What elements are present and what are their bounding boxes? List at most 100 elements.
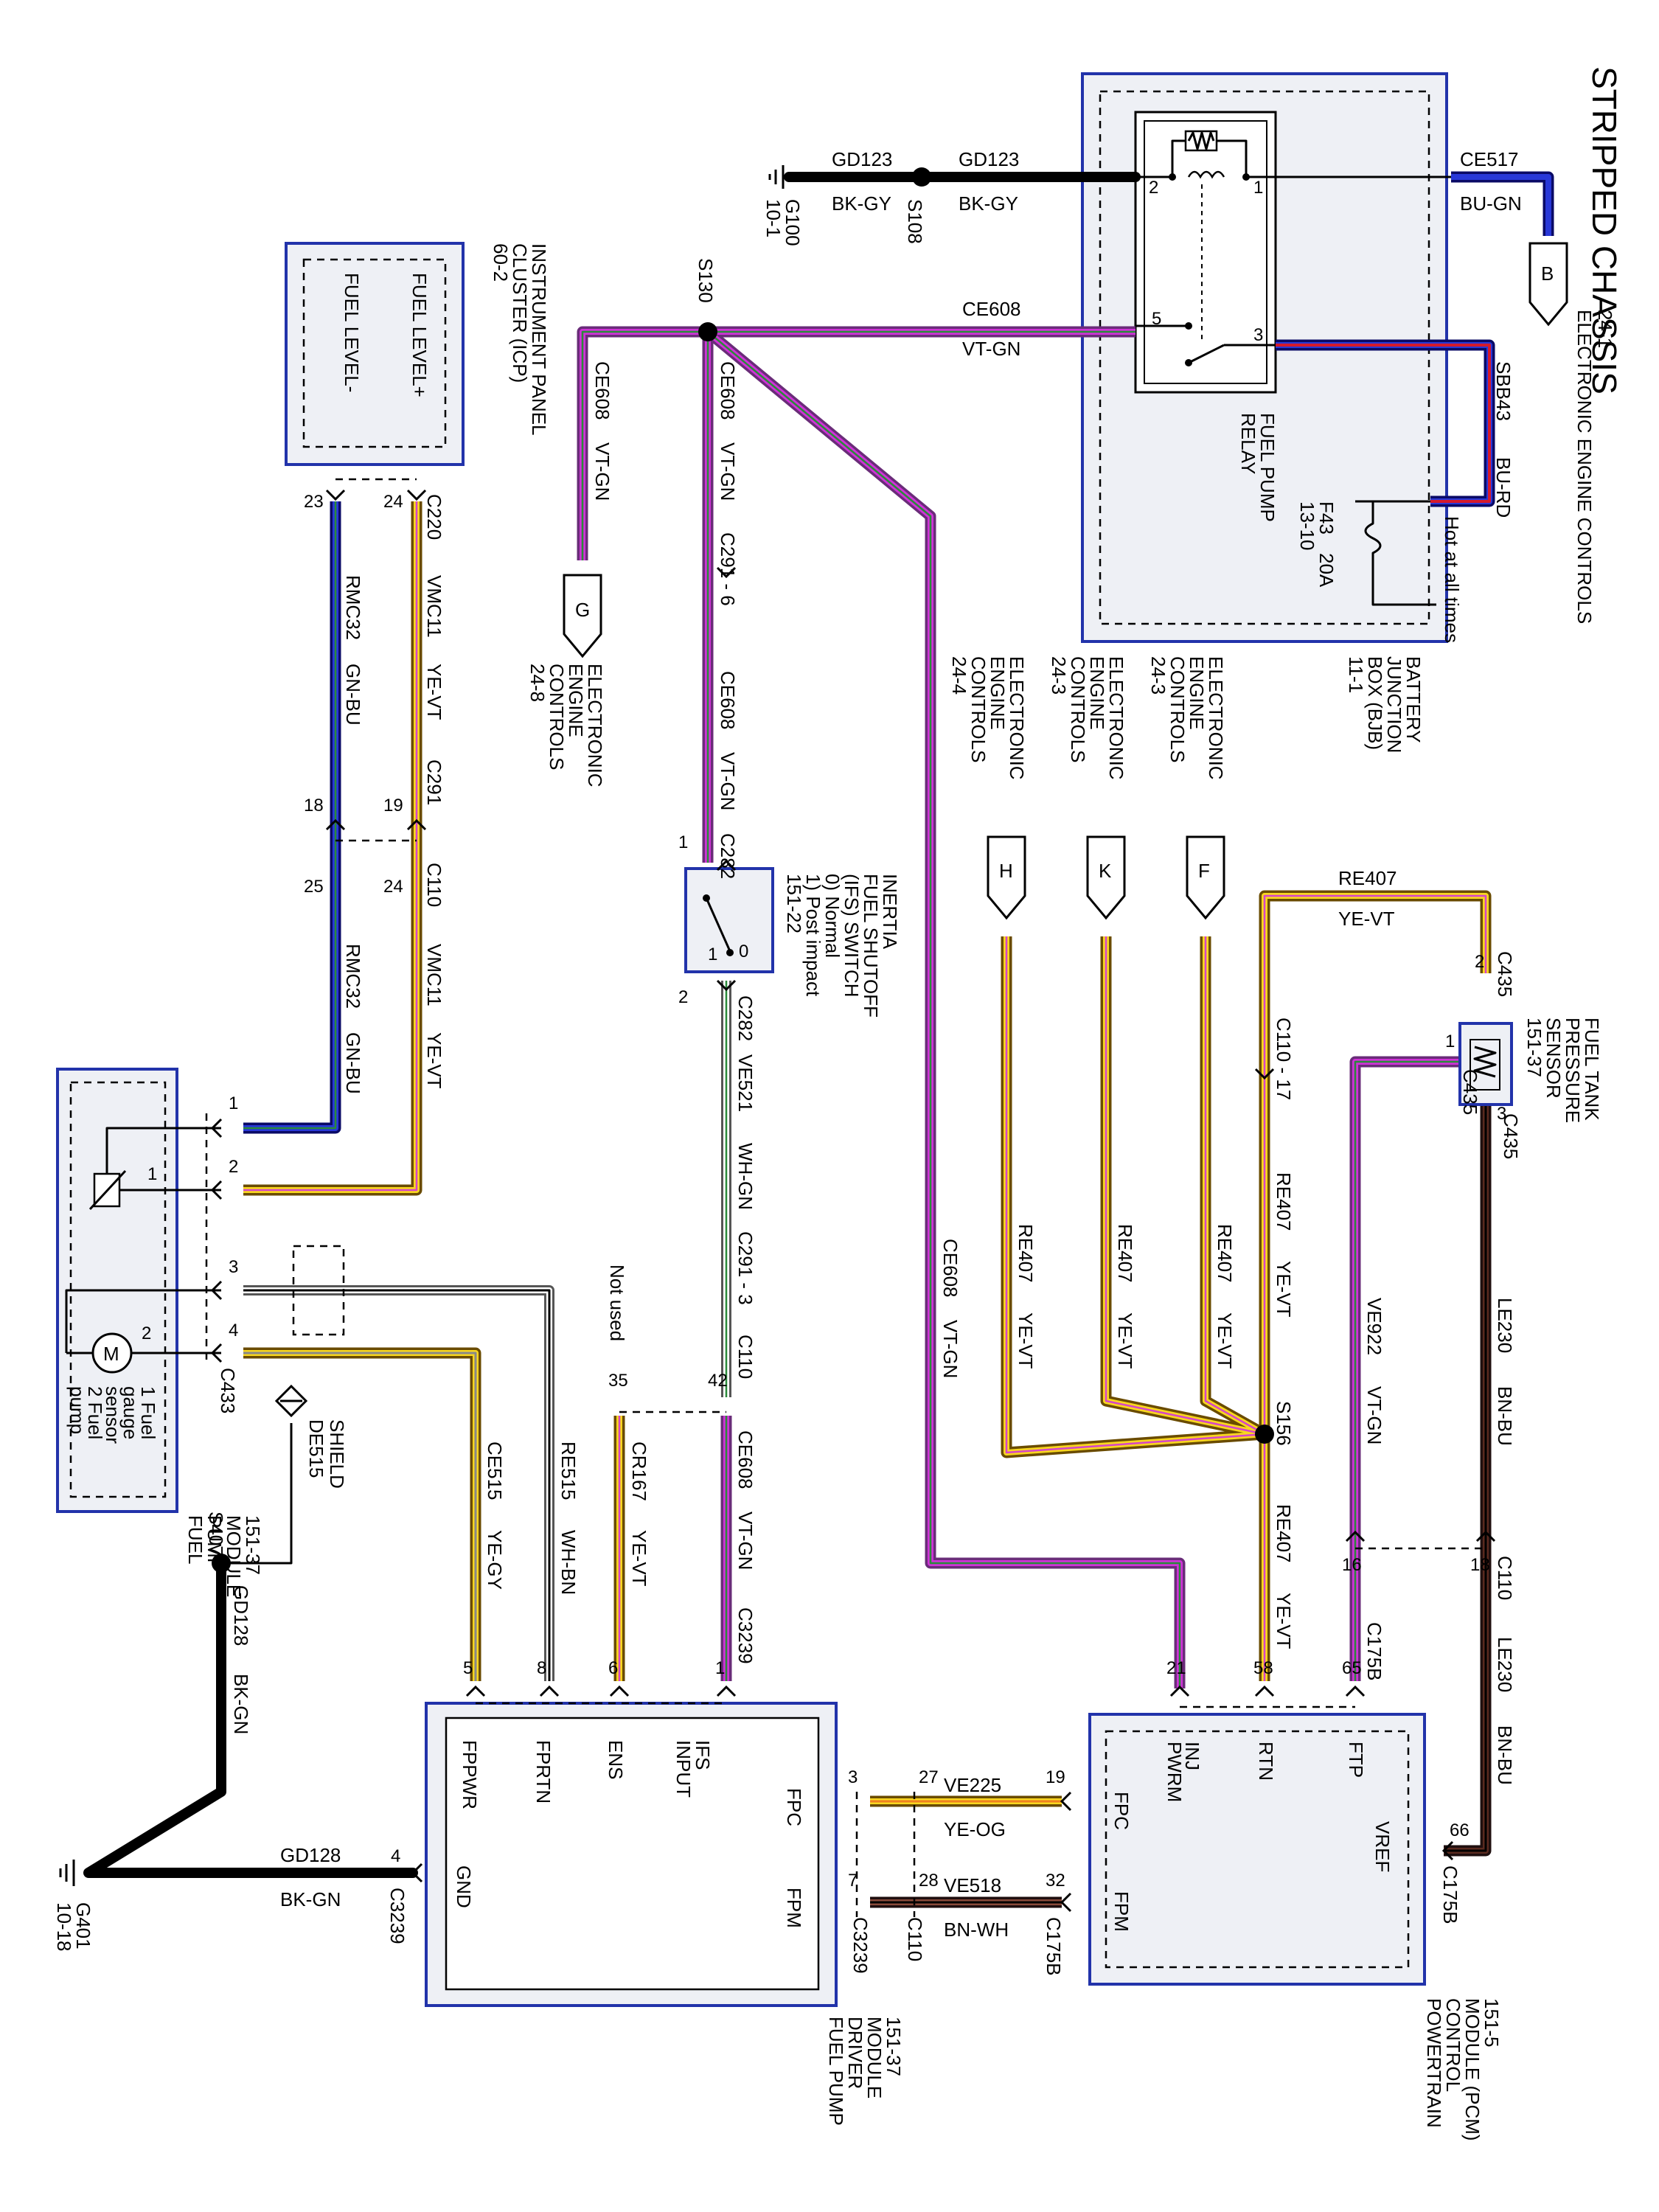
not-used-label: Not used — [606, 1265, 628, 1341]
c110-17-label: C110 - 17 — [1273, 1018, 1295, 1100]
s407-label: S407 — [205, 1512, 227, 1557]
svg-text:M: M — [103, 1343, 119, 1365]
ce608-lower-circuit: CE608 — [717, 671, 739, 730]
le230-top-color: BN-BU — [1494, 1386, 1516, 1446]
c291-label: C291 — [423, 759, 445, 805]
vmc11-circuit-upper: VMC11 — [423, 575, 445, 638]
bjb-line2: JUNCTION — [1383, 656, 1405, 753]
re407-k-circuit: RE407 — [1114, 1224, 1136, 1283]
pcm-pin-ftp: FTP — [1345, 1742, 1367, 1778]
relay-pin-2: 2 — [1149, 178, 1158, 198]
c175b-fpm-label: C175B — [1043, 1917, 1065, 1976]
eec-f-line1: ELECTRONIC — [1205, 656, 1227, 780]
relay-line1: FUEL PUMP — [1256, 413, 1279, 522]
fpdm-line2: DRIVER — [844, 2017, 866, 2089]
pin-27: 27 — [919, 1767, 939, 1787]
ref-flag-k — [1086, 835, 1126, 920]
re515-color: WH-BN — [557, 1530, 580, 1595]
relay-pin-3: 3 — [1253, 325, 1263, 345]
c435-bottom-label: C435 — [1500, 1113, 1522, 1159]
eec-k-line1: ELECTRONIC — [1105, 656, 1127, 780]
c175b-top-label: C175B — [1363, 1622, 1385, 1681]
re407-k-color: YE-VT — [1114, 1312, 1136, 1369]
pin-4-fpm: 4 — [229, 1321, 238, 1340]
eec-h-line3: CONTROLS — [967, 656, 990, 762]
cr167-circuit: CR167 — [628, 1441, 650, 1501]
sbb43-color: BU-RD — [1492, 457, 1514, 518]
re407-main-circuit: RE407 — [1273, 1172, 1295, 1231]
c291-3-label: C291 - 3 — [734, 1231, 757, 1305]
g100-ref: 10-1 — [762, 199, 785, 237]
re407-circuit-top: RE407 — [1338, 867, 1397, 889]
le230-bottom-circuit: LE230 — [1494, 1637, 1516, 1692]
fpdm-ref: 151-37 — [883, 2017, 905, 2076]
pcm-pin-inj: INJ — [1181, 1742, 1203, 1770]
eec-k-ref: 24-3 — [1048, 656, 1070, 695]
c282-label-bottom: C282 — [734, 995, 757, 1041]
ref-flag-f — [1186, 835, 1225, 920]
re407-f-color: YE-VT — [1214, 1312, 1236, 1369]
ref-flag-b — [1528, 242, 1568, 327]
eec-g-line1: ELECTRONIC — [584, 664, 606, 787]
ve225-circuit: VE225 — [944, 1774, 1001, 1796]
fpm-legend4: 2 Fuel — [84, 1386, 106, 1439]
icp-line1: INSTRUMENT PANEL — [528, 243, 550, 436]
pcm-line3: MODULE (PCM) — [1461, 1998, 1484, 2141]
fuel-pump-relay — [1134, 111, 1277, 394]
icp-line2: CLUSTER (ICP) — [509, 243, 531, 383]
ref-b-line1: ELECTRONIC ENGINE CONTROLS — [1573, 310, 1596, 624]
eec-f-line3: CONTROLS — [1166, 656, 1189, 762]
ce608-ifs-circuit: CE608 — [734, 1430, 757, 1489]
ce517-circuit: CE517 — [1460, 148, 1519, 170]
pin-42: 42 — [708, 1371, 728, 1391]
ref-flag-h-letter: H — [999, 860, 1013, 882]
ce515-color: YE-GY — [484, 1530, 506, 1590]
relay-pin-5: 5 — [1152, 309, 1161, 329]
gd128-color-vert: BK-GN — [230, 1674, 252, 1734]
g401-name: G401 — [72, 1902, 94, 1950]
pin-58: 58 — [1253, 1658, 1273, 1678]
cr167-color: YE-VT — [628, 1530, 650, 1587]
re407-f-circuit: RE407 — [1214, 1224, 1236, 1283]
pin-25-c110: 25 — [304, 877, 324, 897]
pcm-pin-vref: VREF — [1371, 1821, 1394, 1872]
le230-top-circuit: LE230 — [1494, 1298, 1516, 1353]
relay-pin-1: 1 — [1253, 178, 1263, 198]
ce608-long-color: VT-GN — [939, 1320, 961, 1378]
c3239-ifs-label: C3239 — [734, 1607, 757, 1664]
ref-b-line2: 24-1 — [1594, 310, 1616, 348]
pin-66: 66 — [1450, 1820, 1470, 1840]
vmc11-color-upper: YE-VT — [423, 664, 445, 720]
pin-7-fpdm: 7 — [848, 1871, 858, 1891]
pin-3-ftps: 3 — [1497, 1104, 1506, 1124]
eec-k-line2: ENGINE — [1086, 656, 1108, 730]
fpdm-pin-fpc: FPC — [783, 1788, 805, 1826]
splice-s108 — [912, 167, 931, 187]
pin-3-fpm: 3 — [229, 1257, 238, 1277]
fpdm-pin-gnd: GND — [453, 1865, 475, 1908]
re407-h-color: YE-VT — [1015, 1312, 1037, 1369]
pin-23-icp: 23 — [304, 492, 324, 512]
pin-1-fpm: 1 — [229, 1093, 238, 1113]
gd123-color-right: BK-GY — [959, 192, 1018, 215]
ce608-color-top: VT-GN — [962, 338, 1020, 360]
pin-32: 32 — [1046, 1871, 1065, 1891]
pcm-line1: POWERTRAIN — [1423, 1998, 1445, 2128]
svg-text:0: 0 — [739, 942, 748, 961]
c435-left-label: C435 — [1459, 1069, 1481, 1115]
ve922-circuit: VE922 — [1363, 1298, 1385, 1355]
re407-pcm-color: YE-VT — [1273, 1593, 1295, 1649]
ref-flag-b-letter: B — [1541, 262, 1554, 285]
de515-label: DE515 — [305, 1419, 327, 1478]
s156-label: S156 — [1273, 1401, 1295, 1446]
c110-icp-label: C110 — [423, 863, 445, 907]
pcm-pin-pwrm: PWRM — [1164, 1742, 1186, 1802]
page-title: STRIPPED CHASSIS — [1585, 66, 1624, 394]
pin-24-icp: 24 — [383, 492, 403, 512]
re407-main-color: YE-VT — [1273, 1261, 1295, 1318]
c175b-vref-label: C175B — [1439, 1865, 1461, 1924]
fpdm-pin-fpm: FPM — [783, 1888, 805, 1928]
ce608-ifs-color: VT-GN — [734, 1512, 757, 1570]
ve521-circuit: VE521 — [734, 1054, 757, 1112]
